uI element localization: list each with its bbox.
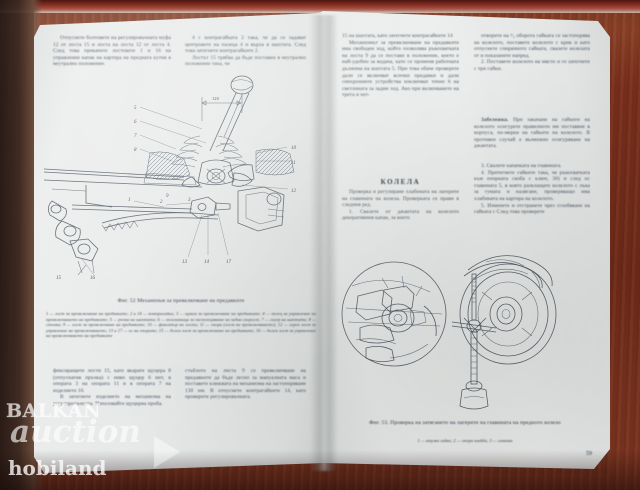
callout-16: 16 bbox=[90, 276, 96, 281]
callout-13: 13 bbox=[182, 260, 188, 265]
right-page-column-right-text: отворите на ¹⁄₂ оборота гайката се засто… bbox=[474, 33, 590, 72]
note-label: Забележка. bbox=[481, 117, 509, 123]
right-page-column-left-text: 15 на шахтата, като затегнете контрагайк… bbox=[342, 33, 459, 99]
dimension-120: 120 bbox=[201, 93, 243, 121]
right-page-section-intro: Проверка и регулиране хлабината на лагер… bbox=[342, 189, 459, 222]
note-text: При закачане на гайките на колелото осиг… bbox=[474, 117, 591, 150]
spring-coil bbox=[101, 220, 139, 232]
center-bracket bbox=[189, 196, 231, 219]
gear-lever-knob bbox=[230, 75, 254, 95]
callout-3: 3 bbox=[188, 198, 191, 203]
left-bell-crank bbox=[48, 200, 99, 276]
callout-5: 5 bbox=[134, 106, 137, 111]
detail-inset-circle bbox=[341, 261, 447, 367]
left-page-column-right-text: 4 с контрагайката 2 така, че да се задав… bbox=[185, 35, 306, 68]
dimension-label-120: 120 bbox=[212, 96, 220, 101]
desk-top-edge bbox=[0, 0, 640, 13]
open-book: Отпуснете болтовете на регулировъчната м… bbox=[34, 11, 610, 473]
callout-11: 11 bbox=[291, 161, 296, 166]
left-page-bottom-column-right: стъблото на листа 9 се превключване на п… bbox=[185, 368, 306, 401]
callout-1: 1 bbox=[128, 198, 131, 203]
figure-53-caption: Фиг. 53. Проверка на затягането на лагер… bbox=[369, 420, 561, 426]
callout-17: 17 bbox=[226, 260, 232, 265]
callout-leaders bbox=[81, 106, 290, 276]
section-heading-kolela: КОЛЕЛА bbox=[380, 178, 421, 186]
hatched-housing-right bbox=[255, 148, 295, 176]
figure-53-legend: 1 — втулка гайка; 2 — опора шайба; 3 — г… bbox=[417, 438, 513, 443]
pivot-housing bbox=[181, 159, 253, 188]
figure-52-caption: Фиг. 52 Механизъм за превключване на пре… bbox=[117, 298, 245, 304]
right-page: 15 на шахтата, като затегнете контрагайк… bbox=[322, 11, 610, 469]
desk-bottom-shadow bbox=[0, 450, 640, 490]
callout-10: 10 bbox=[291, 146, 297, 151]
callout-14: 14 bbox=[204, 260, 210, 265]
book-gutter bbox=[310, 15, 338, 471]
figure-52-legend: 1 — лост за превключване на предавките; … bbox=[46, 311, 316, 339]
callout-2: 2 bbox=[160, 200, 163, 205]
hatched-housing-left bbox=[145, 151, 191, 180]
torque-wrench bbox=[451, 273, 497, 410]
callout-15: 15 bbox=[56, 276, 62, 281]
callout-8: 8 bbox=[134, 148, 137, 153]
right-page-steps: 3. Свалете капачката на главината. 4. Пр… bbox=[474, 163, 590, 216]
left-page: Отпуснете болтовете на регулировъчната м… bbox=[34, 11, 324, 473]
callout-6: 6 bbox=[134, 120, 137, 125]
callout-7: 7 bbox=[134, 134, 137, 139]
brake-drum-assembly bbox=[459, 255, 557, 365]
right-page-note-block: Забележка. При закачане на гайките на ко… bbox=[474, 117, 590, 150]
left-page-column-left-text: Отпуснете болтовете на регулировъчната м… bbox=[53, 35, 171, 68]
callout-12: 12 bbox=[291, 189, 297, 194]
callout-9: 9 bbox=[166, 194, 169, 199]
figure-52-gear-shift-mechanism: 120 5 bbox=[42, 73, 314, 281]
figure-53-wheel-hub-check bbox=[336, 255, 594, 416]
left-page-bottom-column-left: фиксиращите лости 15, като вкарате щуцер… bbox=[53, 368, 171, 407]
